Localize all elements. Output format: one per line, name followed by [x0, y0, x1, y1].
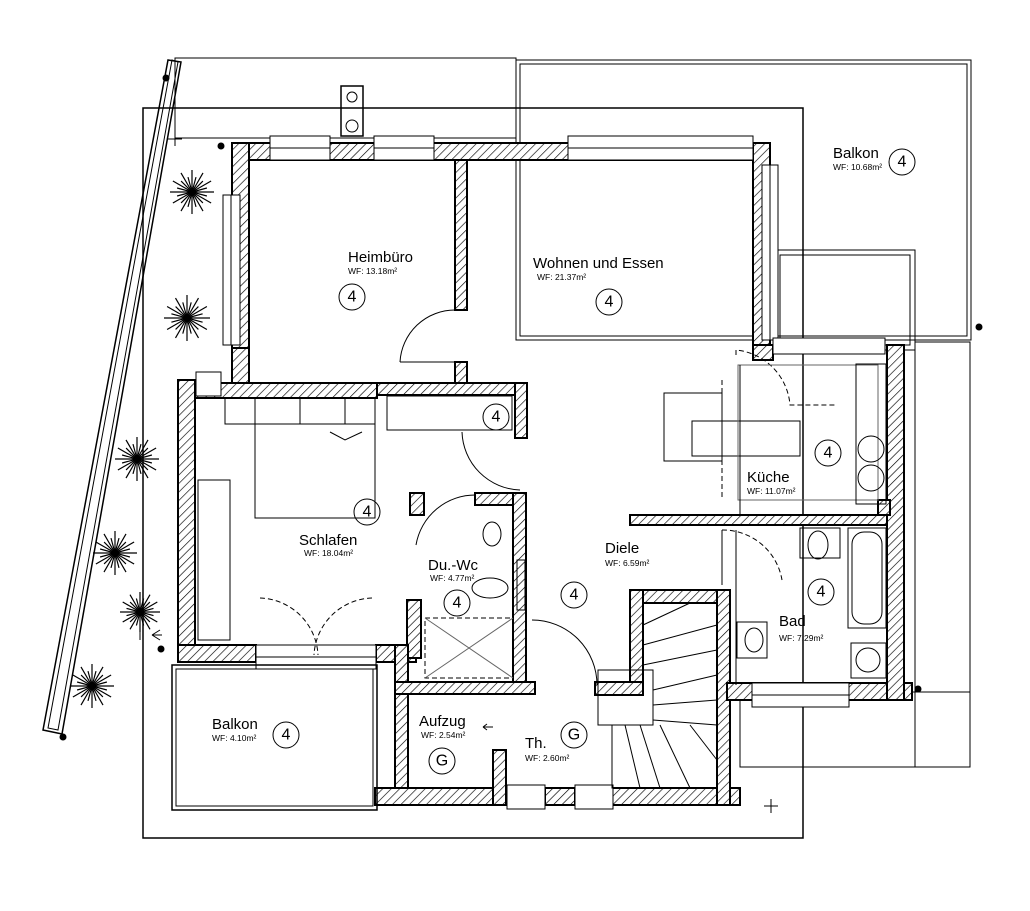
svg-text:Heimbüro: Heimbüro	[348, 249, 413, 266]
stair-tread	[642, 602, 691, 626]
svg-text:WF: 10.68m²: WF: 10.68m²	[833, 162, 882, 172]
svg-text:Balkon: Balkon	[833, 145, 879, 162]
svg-text:4: 4	[492, 409, 501, 426]
svg-text:Aufzug: Aufzug	[419, 713, 466, 730]
room-label-schlafen: Schlafen WF: 18.04m² 4	[299, 498, 381, 558]
stair-tread	[652, 719, 718, 726]
svg-text:WF: 21.37m²: WF: 21.37m²	[537, 272, 586, 282]
room-label-th: Th. WF: 2.60m² G	[525, 721, 588, 763]
svg-text:4: 4	[817, 584, 826, 601]
svg-text:4: 4	[570, 587, 579, 604]
roof-vent	[340, 85, 364, 137]
elevator-arrow-icon	[482, 723, 493, 731]
stair-tread	[652, 699, 718, 706]
svg-text:Schlafen: Schlafen	[299, 532, 357, 549]
svg-text:4: 4	[282, 727, 291, 744]
svg-text:WF: 13.18m²: WF: 13.18m²	[348, 266, 397, 276]
plant-symbol-icon	[164, 295, 210, 341]
svg-text:WF: 2.60m²: WF: 2.60m²	[525, 753, 570, 763]
svg-text:4: 4	[363, 504, 372, 521]
room-label-kueche: Küche WF: 11.07m² 4	[747, 439, 842, 496]
svg-text:4: 4	[898, 154, 907, 171]
svg-text:4: 4	[605, 294, 614, 311]
svg-text:WF: 6.59m²: WF: 6.59m²	[605, 558, 650, 568]
stair-tread	[642, 624, 718, 646]
stair-tread	[652, 674, 718, 691]
stair-tread	[659, 724, 691, 789]
room-label-closet: 4	[482, 403, 510, 431]
stair-tread	[624, 724, 641, 789]
stair-tread	[642, 649, 718, 666]
room-label-balkon-small: Balkon WF: 4.10m² 4	[212, 716, 300, 749]
stair-tread	[639, 724, 661, 789]
svg-text:G: G	[436, 753, 448, 770]
room-label-balkon-large: Balkon WF: 10.68m² 4	[833, 145, 916, 176]
room-label-diele: Diele WF: 6.59m² 4	[560, 540, 650, 609]
plant-symbol-icon	[115, 437, 159, 481]
plant-symbol-icon	[93, 531, 137, 575]
svg-text:WF: 2.54m²: WF: 2.54m²	[421, 730, 466, 740]
svg-text:Bad: Bad	[779, 613, 806, 630]
plant-symbol-icon	[170, 170, 214, 214]
svg-text:G: G	[568, 727, 580, 744]
windows	[195, 135, 886, 810]
balkon-small-outline	[171, 664, 378, 811]
stair-tread	[689, 724, 718, 761]
svg-text:WF: 11.07m²: WF: 11.07m²	[747, 486, 796, 496]
room-label-bad: Bad WF: 7.29m² 4	[779, 578, 835, 643]
plant-symbol-icon	[70, 664, 114, 708]
svg-text:WF: 4.77m²: WF: 4.77m²	[430, 573, 475, 583]
svg-text:Balkon: Balkon	[212, 716, 258, 733]
svg-text:Th.: Th.	[525, 735, 547, 752]
svg-text:Diele: Diele	[605, 540, 639, 557]
svg-text:Küche: Küche	[747, 469, 790, 486]
svg-text:WF: 4.10m²: WF: 4.10m²	[212, 733, 257, 743]
garden-plants	[70, 170, 214, 708]
svg-text:4: 4	[453, 595, 462, 612]
svg-text:4: 4	[348, 289, 357, 306]
svg-text:WF: 7.29m²: WF: 7.29m²	[779, 633, 824, 643]
doors	[259, 309, 835, 686]
room-label-wohnen: Wohnen und Essen WF: 21.37m² 4	[533, 255, 664, 316]
svg-text:Wohnen und Essen: Wohnen und Essen	[533, 255, 664, 272]
svg-text:4: 4	[824, 445, 833, 462]
room-label-duwc: Du.-Wc WF: 4.77m² 4	[428, 557, 478, 617]
svg-text:Du.-Wc: Du.-Wc	[428, 557, 478, 574]
plant-symbol-icon	[120, 592, 160, 632]
furniture	[197, 363, 887, 789]
svg-text:WF: 18.04m²: WF: 18.04m²	[304, 548, 353, 558]
room-label-heimbuero: Heimbüro WF: 13.18m² 4	[338, 249, 413, 311]
room-label-aufzug: Aufzug WF: 2.54m² G	[419, 713, 466, 775]
